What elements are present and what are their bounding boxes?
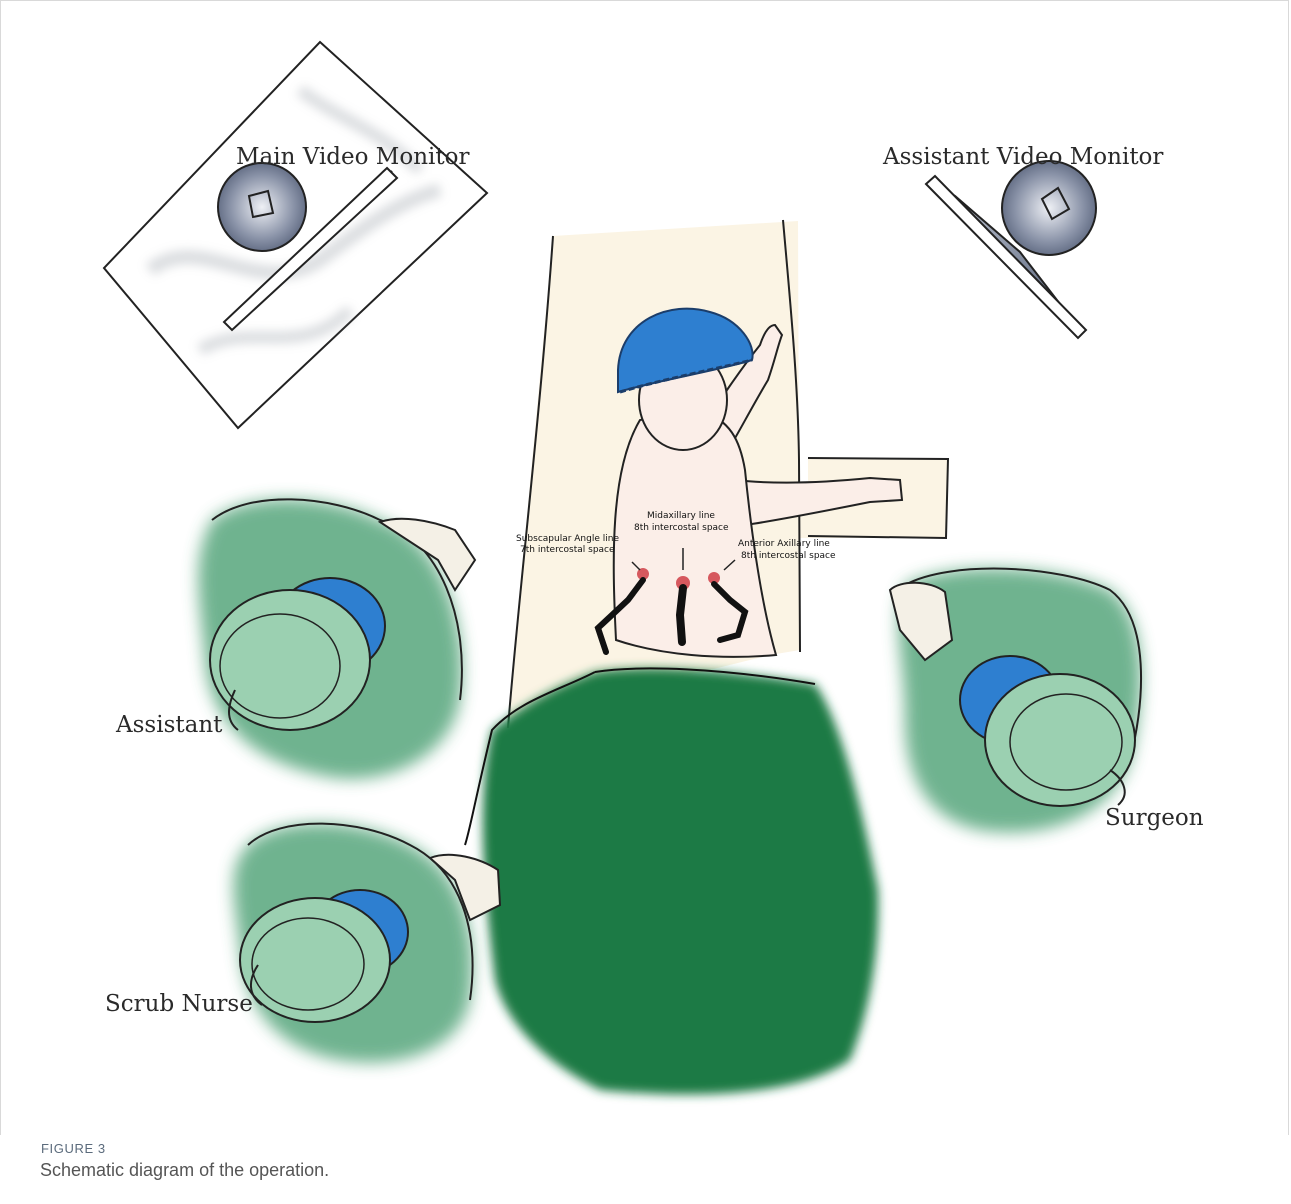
label-main-video-monitor: Main Video Monitor	[236, 144, 469, 170]
port-label-subscapular-line1: Subscapular Angle line	[516, 534, 619, 544]
assistant-figure	[198, 499, 475, 778]
sterile-drape	[465, 668, 878, 1094]
port-label-subscapular-line2: 7th intercostal space	[520, 545, 615, 555]
port-label-midaxillary-line2: 8th intercostal space	[634, 523, 729, 533]
patient	[614, 309, 902, 657]
port-label-midaxillary-line1: Midaxillary line	[647, 511, 715, 521]
main-video-monitor	[104, 42, 487, 428]
figure-number: FIGURE 3	[41, 1141, 106, 1156]
surgeon-figure	[890, 569, 1141, 833]
figure-caption: Schematic diagram of the operation.	[40, 1160, 329, 1181]
port-label-anterior-line1: Anterior Axillary line	[738, 539, 830, 549]
port-label-anterior-line2: 8th intercostal space	[741, 551, 836, 561]
label-scrub-nurse: Scrub Nurse	[105, 991, 253, 1017]
scrub-nurse-figure	[233, 824, 500, 1063]
label-surgeon: Surgeon	[1105, 805, 1204, 831]
label-assistant: Assistant	[115, 712, 223, 738]
operating-room-diagram: Main Video Monitor Assistant Video Monit…	[0, 0, 1291, 1135]
assistant-video-monitor	[926, 161, 1096, 338]
label-assistant-video-monitor: Assistant Video Monitor	[882, 144, 1163, 170]
